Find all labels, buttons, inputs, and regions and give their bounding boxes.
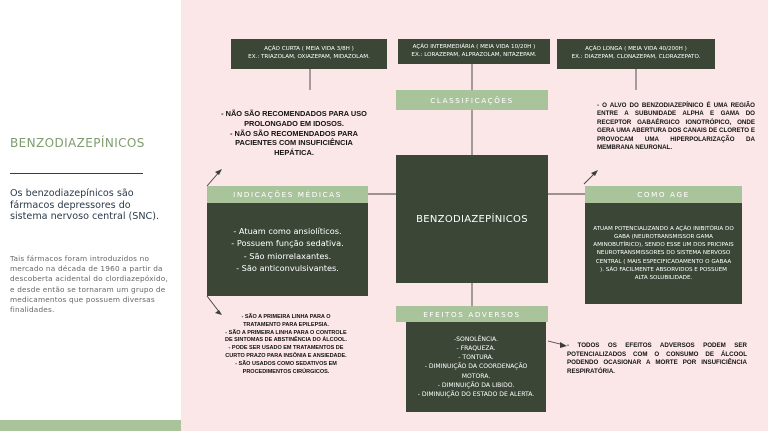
indication-item: - Atuam como ansiolíticos. (233, 225, 342, 236)
indications-list: - Atuam como ansiolíticos. - Possuem fun… (207, 203, 368, 296)
sidebar-title: BENZODIAZEPÍNICOS (10, 136, 145, 150)
indication-item: - São miorrelaxantes. (243, 250, 332, 261)
indications-label: INDICAÇÕES MÉDICAS (207, 186, 368, 203)
sidebar-divider (10, 173, 143, 174)
adverse-item: MOTORA. (461, 372, 491, 380)
mechanism-label: COMO AGE (585, 186, 742, 203)
classifications-label: CLASSIFICAÇÕES (396, 90, 548, 110)
sidebar-accent-bar (0, 420, 181, 431)
adverse-item: -SONOLÊNCIA. (453, 336, 499, 343)
adverse-note: - TODOS OS EFEITOS ADVERSOS PODEM SER PO… (567, 342, 747, 375)
adverse-item: - TONTURA. (458, 354, 494, 362)
sidebar-body: Tais fármacos foram introduzidos no merc… (10, 254, 168, 315)
mechanism-note: - O ALVO DO BENZODIAZEPÍNICO É UMA REGIÃ… (597, 102, 755, 152)
arrow-mech-head (591, 170, 598, 176)
arrow-uses-line (206, 295, 221, 314)
adverse-item: - DIMINUIÇÃO DA LIBIDO. (437, 381, 515, 389)
adverse-item: - DIMINUIÇÃO DO ESTADO DE ALERTA. (417, 390, 535, 398)
class-intermediate-box: AÇÃO INTERMEDIÁRIA ( MEIA VIDA 10/20H ) … (398, 39, 550, 64)
sidebar-lead: Os benzodiazepínicos são fármacos depres… (10, 188, 160, 223)
arrow-adv-head (560, 342, 567, 348)
arrow-uses-head (215, 310, 222, 315)
adverse-item: - FRAQUEZA. (456, 345, 496, 353)
mechanism-body: ATUAM POTENCIALIZANDO A AÇÃO INIBITÓRIA … (585, 203, 742, 304)
indication-item: - Possuem função sedativa. (231, 238, 344, 249)
indications-warnings: - NÃO SÃO RECOMENDADOS PARA USO PROLONGA… (221, 109, 367, 158)
indication-item: - São anticonvulsivantes. (236, 262, 339, 273)
class-long-box: AÇÃO LONGA ( MEIA VIDA 40/200H ) EX.: DI… (557, 39, 715, 69)
center-title: BENZODIAZEPÍNICOS (396, 155, 548, 283)
sidebar-panel (0, 0, 181, 431)
class-short-box: AÇÃO CURTA ( MEIA VIDA 3/8H ) EX.: TRIAZ… (231, 39, 387, 69)
arrow-warnings-head (215, 169, 222, 175)
adverse-list: -SONOLÊNCIA. - FRAQUEZA. - TONTURA. - DI… (406, 322, 546, 412)
adverse-label: EFEITOS ADVERSOS (396, 306, 548, 322)
indications-uses: - SÃO A PRIMEIRA LINHA PARA O TRATAMENTO… (224, 314, 348, 375)
adverse-item: - DIMINUIÇÃO DA COORDENAÇÃO (424, 363, 528, 371)
